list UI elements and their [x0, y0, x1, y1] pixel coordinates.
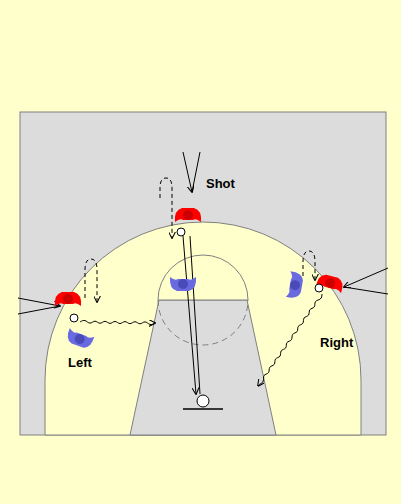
dribble-line	[258, 294, 322, 386]
player-body	[65, 328, 94, 350]
player-body	[170, 277, 196, 291]
ball	[177, 228, 185, 236]
defense-player	[170, 277, 196, 291]
backboard	[183, 408, 223, 410]
basket	[197, 395, 209, 407]
free-throw-lane	[130, 300, 276, 435]
v-cut	[192, 152, 200, 192]
three-point-area	[45, 222, 361, 435]
player-head	[178, 279, 188, 289]
shot-line	[183, 236, 196, 394]
player-body	[175, 208, 201, 222]
defense-player	[286, 271, 304, 299]
player-body	[316, 273, 345, 293]
player-head	[73, 333, 86, 346]
court-floor	[20, 112, 386, 435]
offense-player	[175, 208, 201, 222]
play-label: Right	[320, 336, 353, 350]
v-cut	[344, 268, 388, 287]
dribble-line	[80, 320, 155, 324]
player-head	[183, 210, 193, 220]
v-cut	[344, 287, 388, 294]
cut-path	[160, 178, 172, 238]
v-cut	[18, 306, 60, 314]
ball	[315, 284, 323, 292]
shot-line	[190, 236, 200, 394]
v-cut	[18, 298, 60, 306]
player-head	[63, 294, 73, 304]
player-body	[286, 271, 304, 299]
player-body	[55, 292, 81, 306]
play-label: Shot	[206, 177, 235, 191]
cut-path	[85, 259, 97, 302]
cut-path	[303, 251, 315, 280]
player-head	[289, 279, 301, 291]
play-label: Left	[68, 356, 92, 370]
free-throw-circle-bottom	[158, 300, 248, 345]
defense-player	[65, 328, 94, 350]
offense-player	[55, 292, 81, 306]
player-head	[324, 277, 336, 289]
free-throw-circle-top	[158, 255, 248, 300]
ball	[70, 314, 78, 322]
v-cut	[183, 152, 192, 192]
offense-player	[316, 273, 345, 293]
